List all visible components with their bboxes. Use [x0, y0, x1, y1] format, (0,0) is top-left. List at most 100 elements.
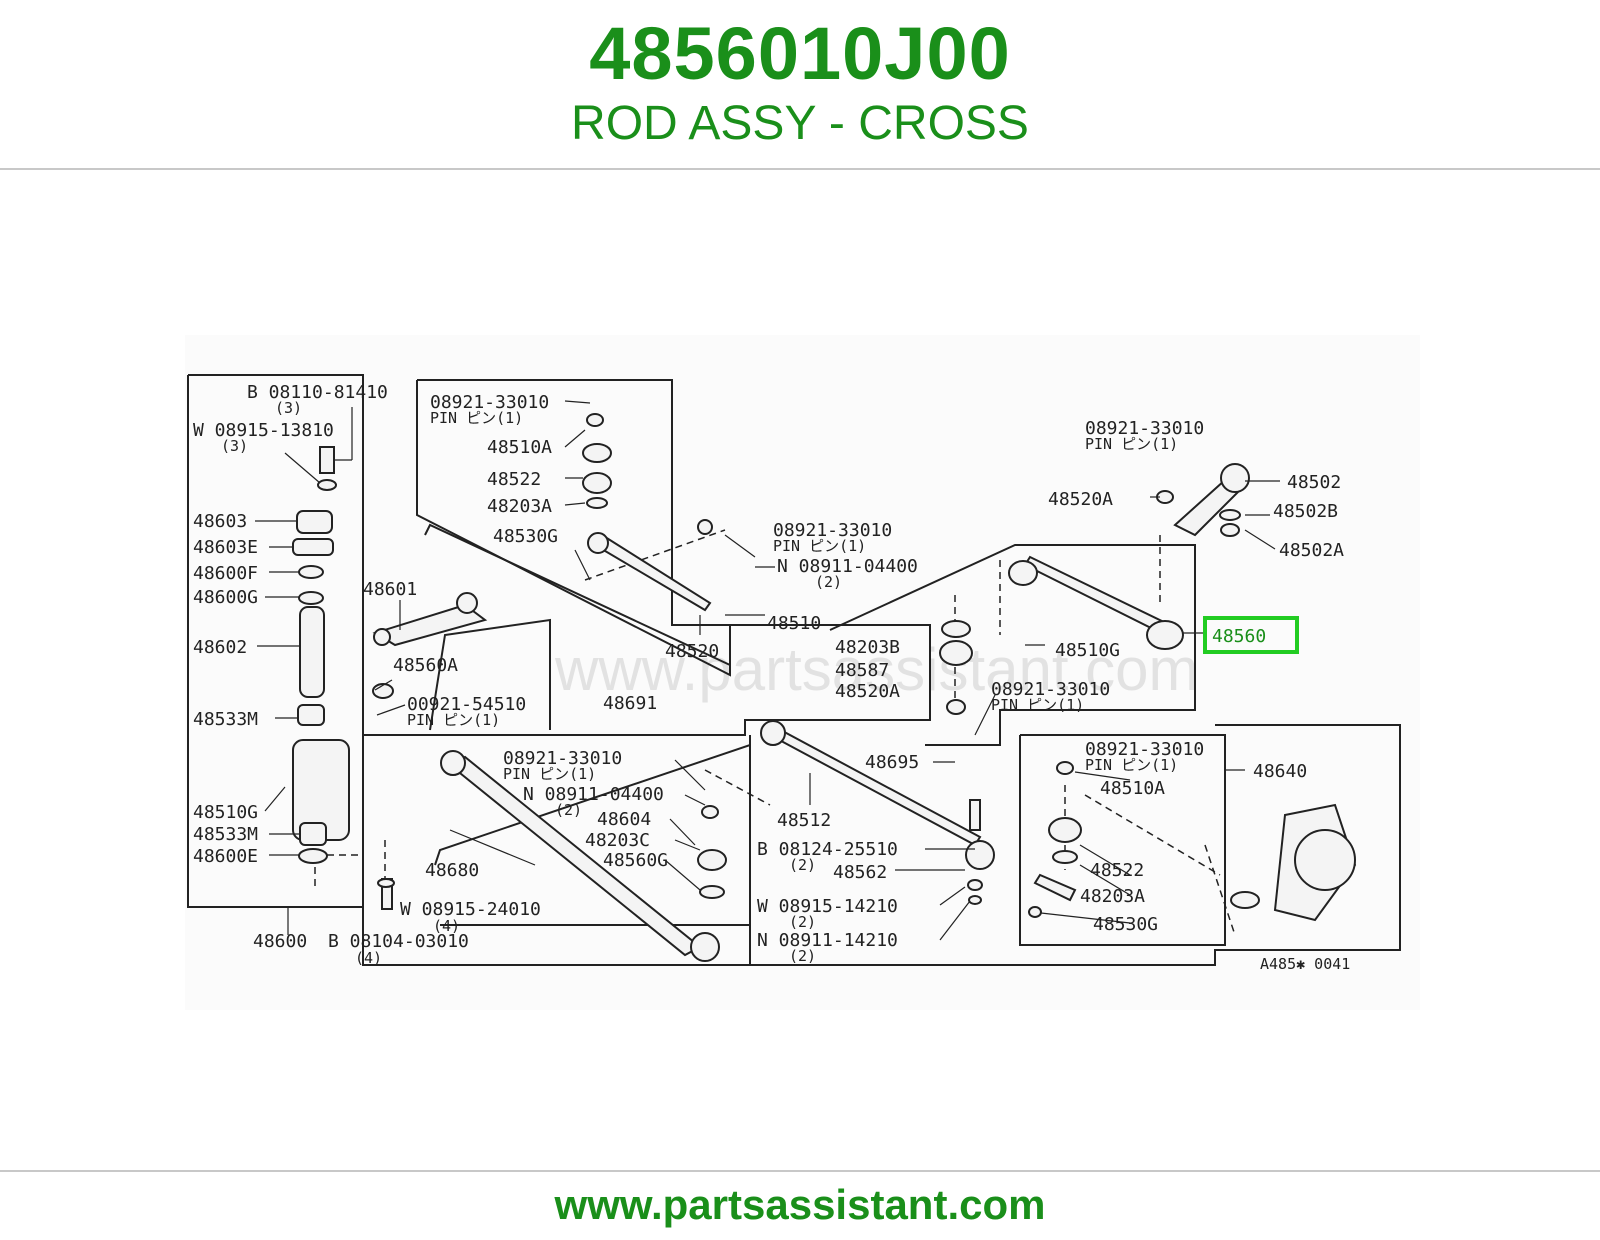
label-48600G: 48600G [193, 587, 258, 608]
label-qty: (2) [789, 856, 816, 874]
washer-icon [317, 479, 337, 491]
label-qty: (3) [221, 437, 248, 455]
label-pin: PIN ピン(1) [773, 537, 866, 555]
label-48203C: 48203C [585, 830, 650, 851]
label-08911-04400: N 08911-04400 [523, 784, 664, 805]
label-48533M: 48533M [193, 824, 258, 845]
label-qty: (3) [275, 399, 302, 417]
bracket-icon [296, 510, 333, 534]
parts-diagram-svg: www.partsassistant.com [185, 335, 1420, 1010]
castle-nut-icon [372, 683, 394, 699]
label-08104-03010: B 08104-03010 [328, 931, 469, 952]
label-48502B: 48502B [1273, 501, 1338, 522]
label-48604: 48604 [597, 809, 651, 830]
cover-b-icon [939, 640, 973, 666]
label-pin: PIN ピン(1) [503, 765, 596, 783]
label-48522: 48522 [487, 469, 541, 490]
label-48560A: 48560A [393, 655, 458, 676]
label-08921-33010: 08921-33010 [1085, 739, 1204, 760]
footer-website-link[interactable]: www.partsassistant.com [554, 1181, 1046, 1228]
bolt-b-icon [969, 799, 981, 831]
label-48502A: 48502A [1279, 540, 1344, 561]
bolt-icon [319, 446, 335, 474]
dust-cover-icon [697, 849, 727, 871]
seal-e-icon [298, 848, 328, 864]
clip-d-icon [1052, 850, 1078, 864]
label-48587: 48587 [835, 660, 889, 681]
label-48510G: 48510G [193, 802, 258, 823]
label-48600: 48600 [253, 931, 307, 952]
label-08915-13810: W 08915-13810 [193, 420, 334, 441]
label-08124-25510: B 08124-25510 [757, 839, 898, 860]
nut-g-icon [1056, 761, 1074, 775]
label-08921-33010: 08921-33010 [991, 679, 1110, 700]
part-drawings [292, 413, 1357, 962]
highlighted-joint-icon [1146, 620, 1184, 650]
label-48510A: 48510A [487, 437, 552, 458]
nut-n-icon [968, 895, 982, 905]
label-08921-33010: 08921-33010 [503, 748, 622, 769]
lower-washer-icon [377, 878, 395, 888]
boot-b-icon [941, 620, 971, 638]
label-48600F: 48600F [193, 563, 258, 584]
label-qty: (4) [355, 949, 382, 967]
label-48601: 48601 [363, 579, 417, 600]
label-08911-04400: N 08911-04400 [777, 556, 918, 577]
part-number-title: 4856010J00 [589, 12, 1011, 95]
label-48600E: 48600E [193, 846, 258, 867]
label-48203A: 48203A [1080, 886, 1145, 907]
label-48695: 48695 [865, 752, 919, 773]
page-header: 4856010J00 ROD ASSY - CROSS [0, 0, 1600, 168]
seal-icon [582, 443, 612, 463]
bushing-lower-icon [297, 704, 325, 726]
highlight-box-48560[interactable] [1203, 616, 1299, 654]
label-08911-14210: N 08911-14210 [757, 930, 898, 951]
nut-c-icon [701, 805, 719, 819]
boot-icon [582, 472, 612, 494]
washer-b-icon [1219, 509, 1241, 521]
washer-w-icon [967, 879, 983, 891]
label-48520: 48520 [665, 641, 719, 662]
label-qty: (2) [815, 573, 842, 591]
label-48520A: 48520A [835, 681, 900, 702]
label-48691: 48691 [603, 693, 657, 714]
bushing-icon [298, 591, 324, 605]
spring-washer-icon [298, 565, 324, 579]
label-48603: 48603 [193, 511, 247, 532]
parts-diagram: www.partsassistant.com [185, 335, 1420, 1010]
nut-d-icon [946, 699, 966, 715]
nut-h-icon [1028, 906, 1042, 918]
label-qty: (2) [789, 947, 816, 965]
label-48502: 48502 [1287, 472, 1341, 493]
label-00921-54510: 00921-54510 [407, 694, 526, 715]
label-pin: PIN ピン(1) [991, 696, 1084, 714]
label-48602: 48602 [193, 637, 247, 658]
footer-divider [0, 1170, 1600, 1172]
label-48533M: 48533M [193, 709, 258, 730]
label-48512: 48512 [777, 810, 831, 831]
label-48530G: 48530G [1093, 914, 1158, 935]
label-48562: 48562 [833, 862, 887, 883]
label-qty: (2) [555, 801, 582, 819]
label-08915-24010: W 08915-24010 [400, 899, 541, 920]
label-pin: PIN ピン(1) [1085, 756, 1178, 774]
watermark-text: www.partsassistant.com [554, 636, 1199, 703]
boot-c-icon [1048, 817, 1082, 843]
bushing-m-icon [299, 822, 327, 846]
label-48560-highlighted[interactable]: 48560 [1212, 626, 1266, 647]
label-pin: PIN ピン(1) [407, 711, 500, 729]
label-48203B: 48203B [835, 637, 900, 658]
label-48510G: 48510G [1055, 640, 1120, 661]
label-48530G: 48530G [493, 526, 558, 547]
nut-b-icon [697, 519, 713, 535]
label-qty: (4) [433, 917, 460, 935]
label-48520A: 48520A [1048, 489, 1113, 510]
label-08921-33010: 08921-33010 [1085, 418, 1204, 439]
label-48560G: 48560G [603, 850, 668, 871]
label-pin: PIN ピン(1) [430, 409, 523, 427]
callout-labels: B 08110-81410 (3) W 08915-13810 (3) 4860… [193, 382, 1350, 973]
label-08921-33010: 08921-33010 [430, 392, 549, 413]
clip-c-icon [699, 885, 725, 899]
label-08110-81410: B 08110-81410 [247, 382, 388, 403]
label-48203A: 48203A [487, 496, 552, 517]
